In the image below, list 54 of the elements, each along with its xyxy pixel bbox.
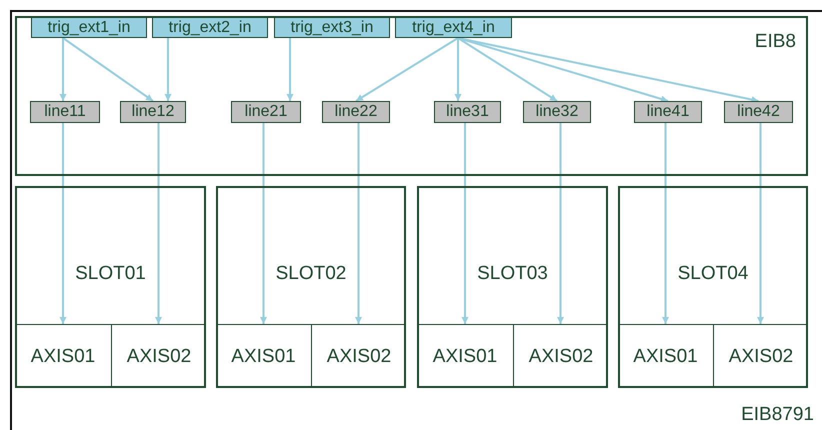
trig-label: trig_ext4_in [412,20,495,36]
line-label: line21 [244,104,288,120]
axis-cell [713,324,808,388]
arrow [757,123,764,324]
slot-box [618,186,808,388]
arrow [355,37,459,102]
axis-label: AXIS02 [728,347,794,366]
arrow [557,123,564,324]
axis-cell [513,324,608,388]
arrow [62,37,154,102]
arrow [164,38,172,101]
trigger-input-box [395,17,512,38]
arrow [355,123,362,324]
axis-label: AXIS02 [528,347,594,366]
arrow [60,123,66,324]
axis-label: AXIS01 [231,347,296,366]
figure-number: EIB8791 [741,404,814,426]
line-label: line42 [737,104,780,120]
arrow [260,123,267,324]
arrow [286,38,294,101]
line-label: line41 [646,104,690,120]
arrow [662,123,669,324]
axis-label: AXIS01 [30,347,96,366]
slot-label: SLOT03 [476,264,549,283]
line-label: line12 [132,104,174,120]
arrow [457,37,558,102]
trigger-input-box [31,17,147,38]
line-label: line32 [536,104,578,120]
trig-label: trig_ext2_in [168,20,252,36]
module-box [15,16,808,176]
trigger-input-box [274,17,390,38]
module-label: EIB8 [754,32,796,51]
axis-cell [311,324,406,388]
trig-label: trig_ext1_in [48,20,130,36]
trig-label: trig_ext3_in [290,20,374,36]
trigger-input-box [152,17,268,38]
axis-label: AXIS01 [633,347,698,366]
slot-label: SLOT02 [274,264,348,283]
slot-box [216,186,406,388]
arrow [462,123,468,324]
axis-label: AXIS02 [126,347,192,366]
axis-label: AXIS01 [432,347,498,366]
arrow [454,38,462,101]
line-label: line11 [44,104,86,120]
arrow [60,38,66,101]
line-label: line31 [446,104,489,120]
line-label: line22 [334,104,378,120]
arrow [155,123,162,324]
slot-box [15,186,206,388]
axis-label: AXIS02 [326,347,392,366]
slot-label: SLOT04 [676,264,750,283]
axis-cell [111,324,206,388]
slot-box [417,186,608,388]
slot-label: SLOT01 [74,264,147,283]
